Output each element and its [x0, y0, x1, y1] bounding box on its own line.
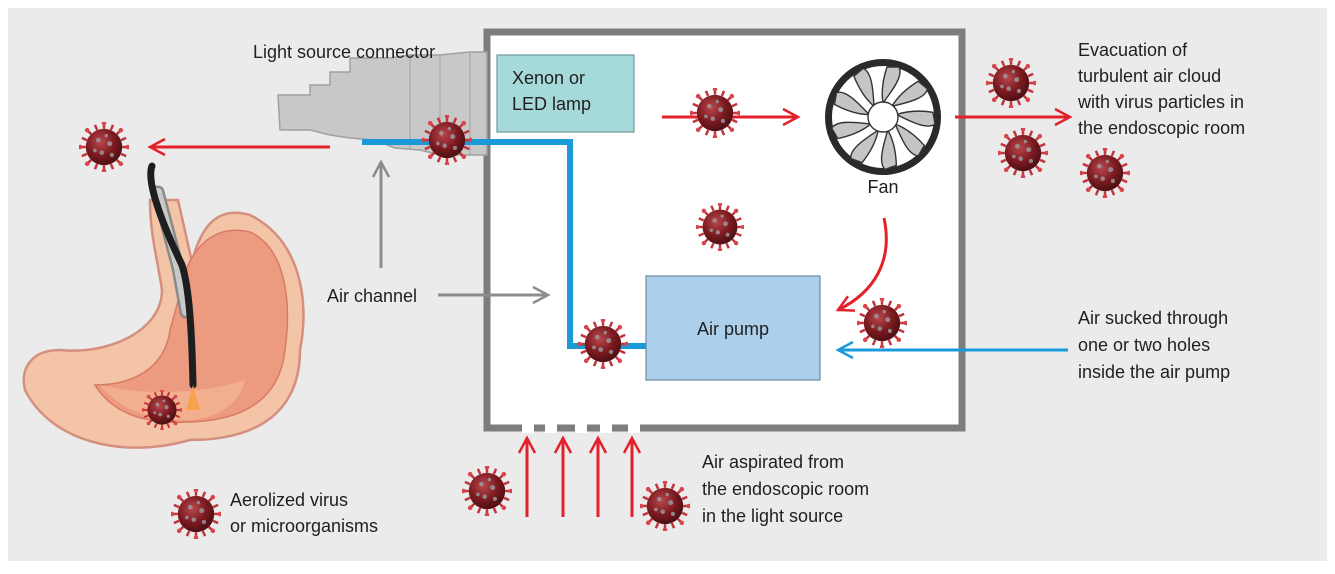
- virus-icon: [696, 203, 744, 251]
- legend-line-2: or microorganisms: [230, 516, 378, 536]
- virus-icon: [857, 298, 907, 348]
- virus-icon: [578, 319, 628, 369]
- endoscope-icon: [147, 162, 200, 410]
- virus-icon: [1080, 148, 1130, 198]
- evacuation-line-1: Evacuation of: [1078, 40, 1188, 60]
- intake-holes: [522, 424, 640, 433]
- virus-icon: [640, 481, 690, 531]
- virus-icon: [142, 390, 182, 430]
- air-pump-label: Air pump: [697, 319, 769, 339]
- sucked-line-1: Air sucked through: [1078, 308, 1228, 328]
- sucked-line-2: one or two holes: [1078, 335, 1210, 355]
- fan-label: Fan: [867, 177, 898, 197]
- stomach-icon: [22, 198, 305, 449]
- fan-icon: [825, 59, 941, 175]
- virus-icon: [462, 466, 512, 516]
- aspirated-line-2: the endoscopic room: [702, 479, 869, 499]
- air-pump-box: [645, 275, 821, 381]
- legend-line-1: Aerolized virus: [230, 490, 348, 510]
- evacuation-line-2: turbulent air cloud: [1078, 66, 1221, 86]
- light-source-connector-label: Light source connector: [253, 42, 435, 62]
- red-arrow-fan-to-pump: [835, 217, 888, 312]
- lamp-label-line1: Xenon or: [512, 68, 585, 88]
- lamp-label-line2: LED lamp: [512, 94, 591, 114]
- evacuation-line-3: with virus particles in: [1077, 92, 1244, 112]
- virus-icon: [79, 122, 129, 172]
- lamp-box: [496, 54, 635, 133]
- air-channel-label: Air channel: [327, 286, 417, 306]
- virus-icon: [171, 489, 221, 539]
- sucked-line-3: inside the air pump: [1078, 362, 1230, 382]
- aspirated-line-3: in the light source: [702, 506, 843, 526]
- light-beam: [186, 385, 200, 410]
- aspirated-line-1: Air aspirated from: [702, 452, 844, 472]
- virus-icon: [422, 115, 472, 165]
- virus-icon: [690, 88, 740, 138]
- virus-icon: [986, 58, 1036, 108]
- virus-icon: [998, 128, 1048, 178]
- evacuation-line-4: the endoscopic room: [1078, 118, 1245, 138]
